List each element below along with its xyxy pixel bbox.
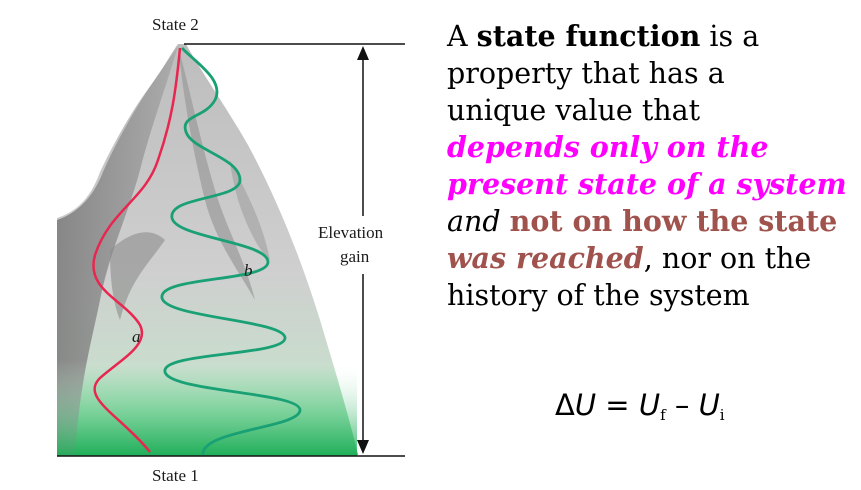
green-base [57,360,357,456]
path-a-label: a [132,327,141,346]
state2-label: State 2 [152,15,199,34]
rock-shadow [57,46,178,455]
elevation-label: Elevation [318,223,384,242]
definition-text: A state function is a property that has … [447,18,857,314]
subscript-f: f [660,406,666,424]
formula-equals: = [596,388,639,422]
text-line-4: depends only on the [447,130,769,164]
path-b-label: b [244,261,253,280]
text-nor-on: , nor on the [643,242,812,275]
term-state-function: state function [476,19,701,53]
text-not-how: not on how the state [509,204,838,238]
formula-u: U [574,388,597,422]
text-is-a: is a [700,20,760,53]
elevation-label-bg [312,216,412,274]
text-line-3: unique value that [447,94,701,127]
formula-minus: – [665,388,699,422]
text-line-2: property that has a [447,57,725,90]
text-line-7: was reached, nor on the [447,240,857,277]
path-a [92,47,182,453]
arrow-head-down [357,440,369,454]
text-and: and [447,205,501,238]
text-space [501,205,510,238]
formula-ui: U [698,388,720,422]
arrow-head-up [357,46,369,60]
rock-ridge-3 [230,160,270,260]
gain-label: gain [340,247,370,266]
text-line-5: present state of a system [447,167,847,201]
state-function-formula: ΔU = Uf – Ui [555,388,725,424]
delta-symbol: Δ [555,388,575,422]
subscript-i: i [719,406,725,424]
text-a: A [447,20,477,53]
state1-label: State 1 [152,466,199,485]
mountain-diagram: State 2 State 1 Elevation gain a b [57,15,412,485]
formula-uf: U [638,388,661,422]
text-line-8: history of the system [447,279,750,312]
rock-ridge-2 [110,232,165,320]
path-b [160,47,302,456]
text-line-1: A state function is a [447,18,857,55]
text-line-6: and not on how the state [447,203,857,240]
text-was-reached: was reached [447,241,644,275]
